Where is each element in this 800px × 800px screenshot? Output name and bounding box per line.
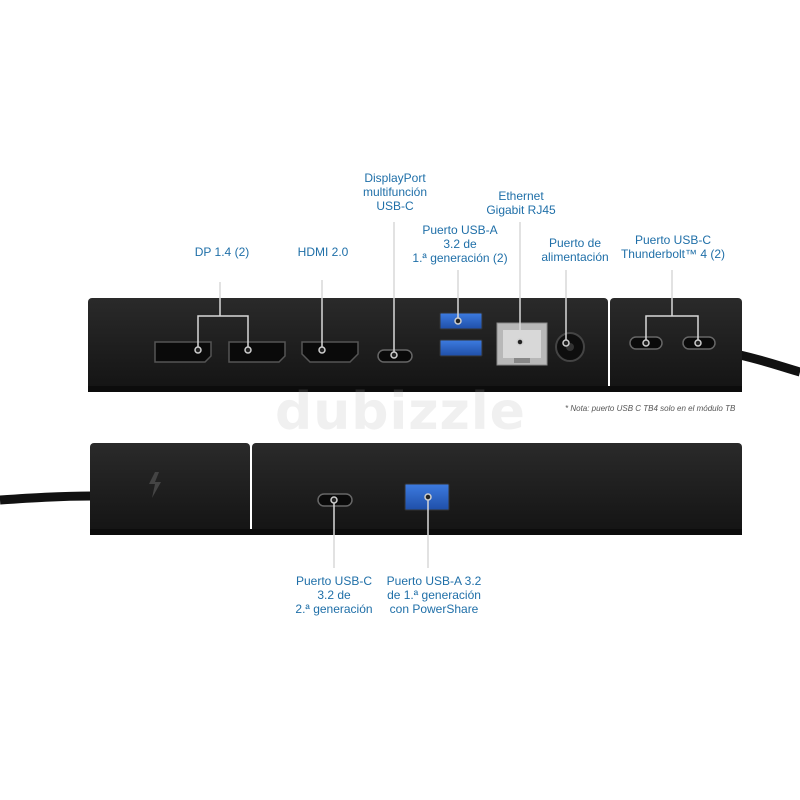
label-front-usbc: Puerto USB-C 3.2 de 2.ª generación <box>295 574 373 616</box>
label-thunderbolt: Puerto USB-C Thunderbolt™ 4 (2) <box>620 233 726 261</box>
label-ethernet: Ethernet Gigabit RJ45 <box>486 189 556 217</box>
dock-front-body <box>252 443 742 533</box>
rear-callout-lines <box>197 222 699 355</box>
dock-front-view <box>0 443 742 535</box>
displayport-port-2 <box>228 341 286 363</box>
power-cable <box>738 350 800 377</box>
label-dp: DP 1.4 (2) <box>194 245 250 259</box>
displayport-port-1 <box>154 341 212 363</box>
thunderbolt-module-front <box>90 443 250 533</box>
footnote: * Nota: puerto USB C TB4 solo en el módu… <box>565 404 736 413</box>
thunderbolt-icon <box>149 472 161 498</box>
dock-rear-view <box>88 298 800 392</box>
label-front-usba: Puerto USB-A 3.2 de 1.ª generación con P… <box>386 574 482 616</box>
label-usba: Puerto USB-A 3.2 de 1.ª generación (2) <box>412 223 508 265</box>
front-callout-lines <box>333 497 429 568</box>
front-cable <box>0 491 93 505</box>
thunderbolt-module <box>610 298 742 390</box>
usba-port-2 <box>439 339 483 357</box>
hdmi-port <box>301 341 359 363</box>
front-callout-dots <box>330 493 432 504</box>
rear-callout-dots <box>194 317 702 359</box>
label-power: Puerto de alimentación <box>541 236 609 264</box>
label-displayport-usbc: DisplayPort multifunción USB-C <box>362 171 428 213</box>
watermark: dubizzle <box>275 382 526 442</box>
label-hdmi: HDMI 2.0 <box>297 245 349 259</box>
